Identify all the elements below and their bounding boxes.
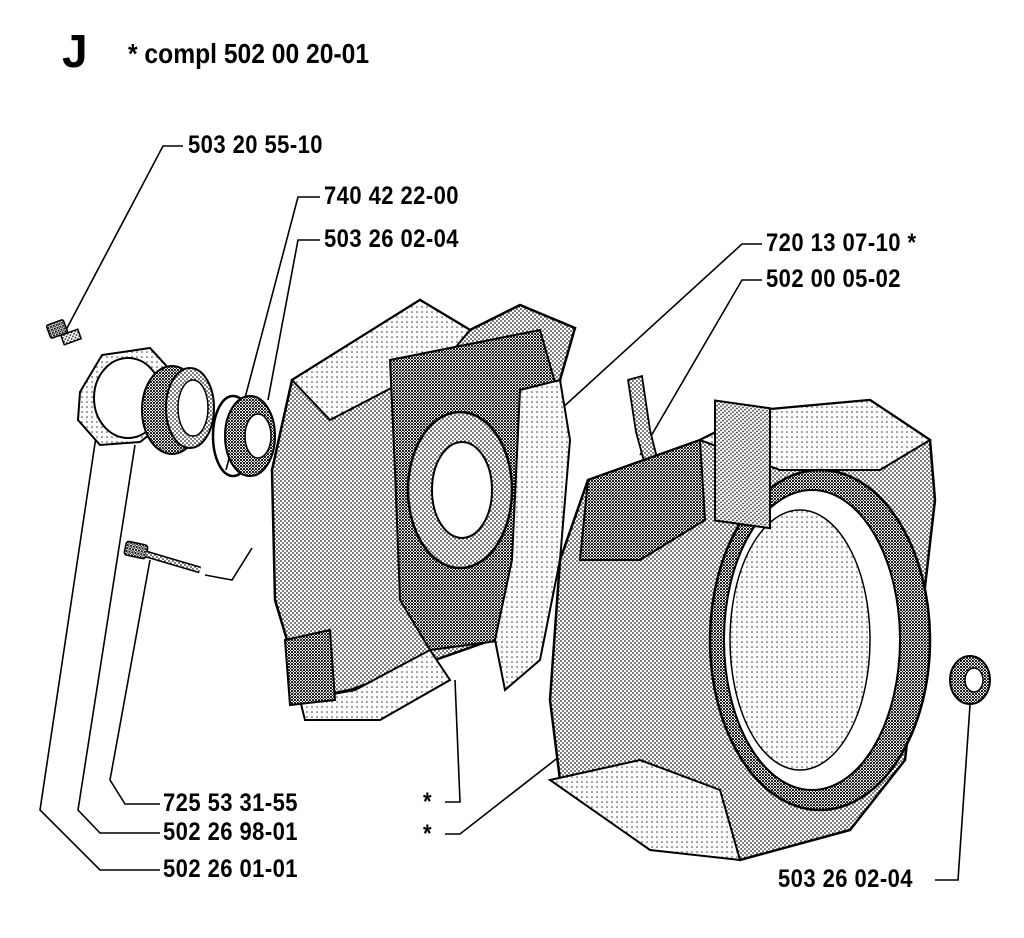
label-ring: 740 42 22-00 <box>324 182 459 210</box>
leader-bolt <box>109 559 160 805</box>
section-letter: J <box>62 25 88 77</box>
label-pin: 502 00 05-02 <box>766 265 901 293</box>
gasket-part <box>493 378 572 692</box>
right-crankcase-half <box>547 398 937 862</box>
label-star-lower-1: * <box>423 788 433 816</box>
leader-bolt-axis <box>204 547 253 581</box>
label-screw: 503 20 55-10 <box>188 131 323 159</box>
leader-seal-housing <box>77 444 160 834</box>
leader-bearing-right <box>935 704 971 881</box>
label-bearing-right: 503 26 02-04 <box>778 865 913 893</box>
label-cover-plate: 502 26 01-01 <box>163 855 298 883</box>
leader-gasket-star <box>559 243 762 411</box>
seal-housing-part <box>141 365 215 455</box>
leader-star-2 <box>445 741 579 835</box>
label-seal-housing: 502 26 98-01 <box>163 818 298 846</box>
left-crankcase-half <box>270 298 577 721</box>
label-star-lower-2: * <box>423 820 433 848</box>
leader-star-1 <box>445 679 461 803</box>
leader-cover-plate <box>39 409 160 871</box>
leader-bearing-left <box>267 239 320 401</box>
ring-bearing-left-part <box>211 394 276 478</box>
screw-part <box>45 319 83 346</box>
label-bolt: 725 53 31-55 <box>163 789 298 817</box>
label-gasket-star: 720 13 07-10 * <box>766 229 917 257</box>
leader-pin <box>639 279 762 456</box>
complete-assembly-number: * compl 502 00 20-01 <box>128 38 370 69</box>
leader-lines <box>39 145 971 881</box>
leader-screw <box>65 145 183 331</box>
bearing-right-part <box>949 655 991 705</box>
label-bearing-left: 503 26 02-04 <box>324 225 459 253</box>
leader-ring <box>225 196 320 471</box>
bolt-part <box>123 540 201 574</box>
